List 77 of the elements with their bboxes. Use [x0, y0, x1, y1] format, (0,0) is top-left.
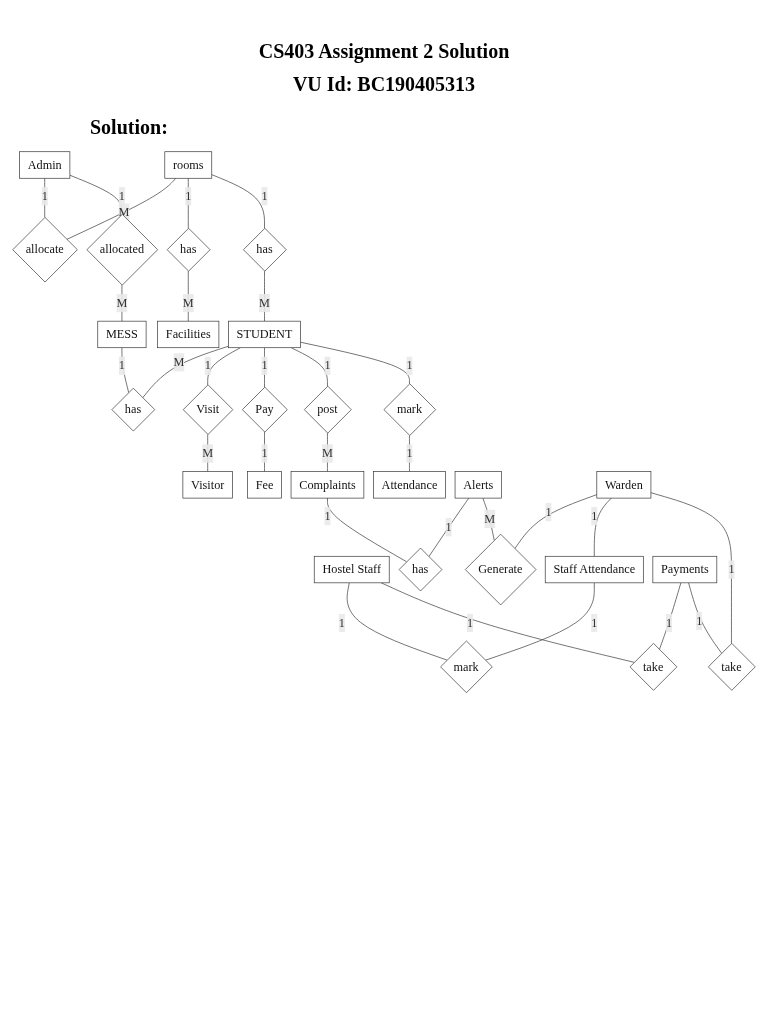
connector [482, 497, 495, 541]
edge-label: M [259, 295, 270, 310]
connector [514, 494, 598, 549]
connector [142, 345, 229, 399]
connector [688, 582, 722, 654]
edge-label: M [322, 446, 333, 460]
edge-label: M [484, 511, 496, 526]
node-box: Hostel Staff [313, 555, 390, 584]
subtitle: VU Id: BC190405313 [291, 73, 477, 96]
edge-label: 1 [118, 358, 125, 373]
node-box: Visitor [182, 471, 233, 499]
edge-label: 1 [324, 509, 331, 523]
edge-label: 1 [591, 615, 598, 630]
edge-label: M [116, 295, 128, 310]
section-heading: Solution: [90, 116, 169, 139]
connector [207, 434, 209, 472]
edge-label: M [173, 355, 185, 369]
edge-label: 1 [445, 520, 452, 534]
edge-label: 1 [466, 615, 474, 630]
connector [593, 497, 612, 557]
node-diamond: Generate [464, 533, 537, 606]
node-diamond: Pay [242, 386, 288, 433]
edge-label: 1 [338, 615, 345, 630]
node-box: MESS [97, 320, 147, 349]
node-diamond: mark [440, 640, 493, 694]
edge-label: 1 [545, 504, 552, 519]
node-box: Fee [247, 471, 282, 499]
node-box: Complaints [290, 471, 365, 499]
node-diamond: allocate [12, 217, 78, 283]
node-diamond: mark [383, 383, 436, 436]
connector [290, 347, 328, 387]
connector [327, 497, 407, 563]
edge-label: 1 [665, 615, 673, 630]
node-box: Facilities [157, 320, 220, 349]
edge-label: 1 [261, 446, 268, 460]
edge-label: 1 [261, 189, 268, 203]
edge-label: M [118, 205, 130, 220]
edge-label: 1 [591, 509, 598, 523]
node-diamond: has [111, 387, 156, 432]
node-diamond: has [166, 227, 211, 272]
edge-label: 1 [324, 358, 331, 373]
title: CS403 Assignment 2 Solution [257, 40, 511, 63]
edge-label: M [182, 295, 194, 310]
edge-label: 1 [696, 613, 703, 628]
node-box: Warden [596, 471, 652, 499]
edge-label: 1 [118, 189, 125, 203]
connector [659, 582, 682, 650]
edge-label: 1 [261, 358, 268, 373]
node-box: Attendance [373, 471, 446, 499]
node-box: Staff Attendance [544, 555, 644, 584]
node-diamond: Visit [182, 384, 234, 435]
edge-label: 1 [185, 189, 192, 203]
edge-label: 1 [204, 358, 211, 373]
connector [346, 582, 448, 661]
node-diamond: has [398, 547, 443, 592]
connector [211, 174, 265, 229]
edge-label: 1 [406, 446, 413, 460]
edge-label: 1 [41, 189, 48, 203]
node-box: Admin [19, 151, 71, 179]
node-diamond: take [708, 643, 756, 691]
node-diamond: post [304, 385, 352, 434]
connector [428, 497, 470, 558]
node-box: Alerts [454, 471, 502, 499]
connector [485, 582, 595, 661]
connector [300, 341, 410, 385]
connector [66, 177, 177, 240]
node-box: Payments [652, 555, 718, 584]
connector [380, 582, 635, 663]
connector [207, 347, 241, 386]
connector [121, 284, 123, 322]
node-box: rooms [164, 151, 213, 179]
node-box: STUDENT [228, 320, 301, 349]
node-diamond: take [629, 643, 678, 691]
edge-label: M [202, 446, 214, 460]
edge-label: 1 [728, 562, 735, 577]
node-diamond: has [243, 227, 287, 272]
edge-label: 1 [406, 358, 413, 373]
